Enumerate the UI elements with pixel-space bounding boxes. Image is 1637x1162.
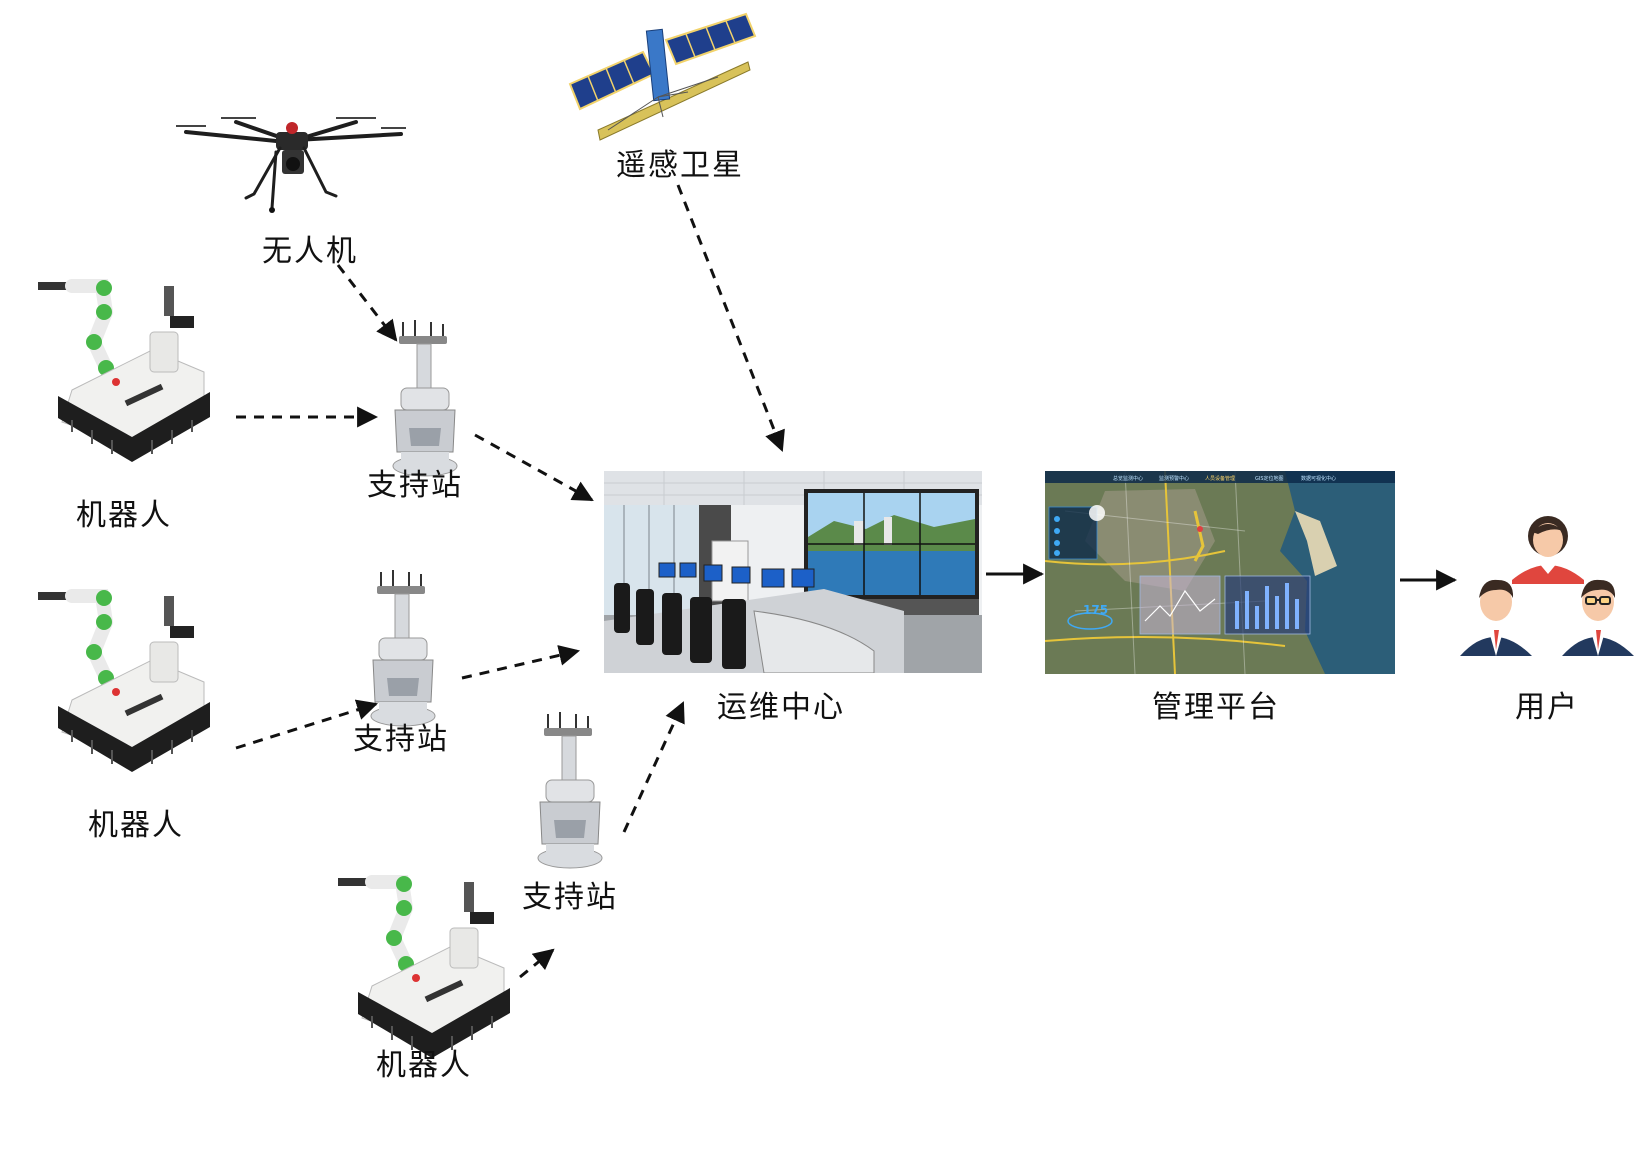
ops-center-label: 运维中心 [717, 690, 845, 725]
robot-label-3: 机器人 [376, 1048, 472, 1083]
drone-label: 无人机 [262, 234, 358, 269]
robot-node-1 [32, 272, 222, 472]
robot-node-2 [32, 582, 222, 782]
station-node-3 [530, 712, 610, 872]
user-man-glasses-icon [1562, 579, 1634, 656]
robot-node-3 [332, 868, 522, 1068]
station-icon [537, 712, 603, 869]
platform-dashboard-screen: 总览监测中心 监测预警中心 人员设备管理 GIS定位地图 数据可视化中心 175 [1045, 471, 1395, 674]
platform-node: 总览监测中心 监测预警中心 人员设备管理 GIS定位地图 数据可视化中心 175 [1045, 471, 1395, 674]
users-label: 用户 [1515, 690, 1579, 725]
satellite-icon [568, 12, 757, 141]
arrow-robot3-to-station3 [519, 948, 555, 979]
users-node [1458, 500, 1637, 660]
user-man-icon [1460, 579, 1532, 656]
platform-tab: 数据可视化中心 [1301, 475, 1336, 482]
robot-icon [38, 279, 210, 462]
arrow-robot2-to-station2 [235, 699, 379, 750]
platform-tab: GIS定位地图 [1255, 475, 1284, 482]
robot-icon [38, 589, 210, 772]
control-room-image [604, 471, 982, 673]
satellite-label: 遥感卫星 [616, 148, 744, 183]
platform-nav-tabs: 总览监测中心 监测预警中心 人员设备管理 GIS定位地图 数据可视化中心 [1113, 475, 1336, 482]
platform-tab: 总览监测中心 [1113, 475, 1143, 482]
satellite-node [568, 12, 758, 147]
station-label-3: 支持站 [522, 880, 618, 915]
robot-label-2: 机器人 [88, 808, 184, 843]
platform-label: 管理平台 [1152, 690, 1280, 725]
station-icon [392, 320, 458, 477]
ops-center-node [604, 471, 982, 673]
arrow-station3-to-ops [622, 701, 685, 833]
robot-label-1: 机器人 [76, 498, 172, 533]
arrow-drone-to-station [336, 264, 398, 342]
arrow-station2-to-ops [461, 645, 581, 680]
station-node-1 [385, 320, 465, 480]
drone-icon [176, 117, 406, 213]
station-label-1: 支持站 [367, 468, 463, 503]
user-woman-icon [1512, 516, 1584, 584]
station-label-2: 支持站 [353, 722, 449, 757]
robot-icon [338, 875, 510, 1058]
users-icon [1460, 516, 1634, 656]
station-node-2 [363, 570, 443, 730]
drone-node [176, 112, 406, 232]
platform-tab: 监测预警中心 [1159, 475, 1189, 482]
arrow-satellite-to-ops [676, 184, 785, 452]
station-icon [370, 570, 436, 727]
arrow-station1-to-ops [474, 433, 594, 502]
platform-tab: 人员设备管理 [1205, 475, 1235, 482]
